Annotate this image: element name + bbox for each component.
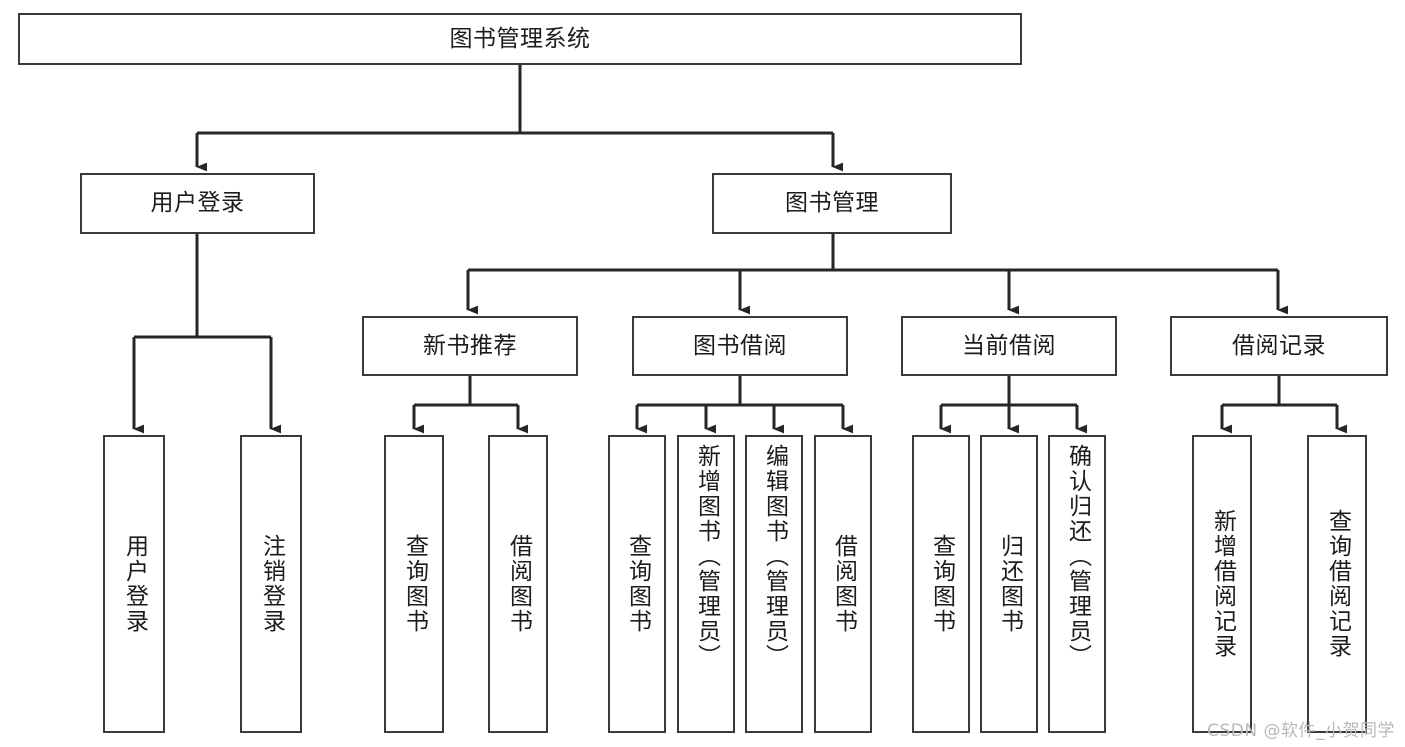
node-root-book-management-system[interactable]: 图书管理系统	[18, 13, 1022, 65]
node-label: 借阅记录	[1232, 332, 1326, 359]
leaf-query-borrowing-record[interactable]: 查询借阅记录	[1307, 435, 1367, 733]
node-label: 新书推荐	[423, 332, 517, 359]
node-label: 图书管理系统	[449, 25, 591, 52]
node-label: 查询图书	[928, 534, 955, 634]
leaf-query-book-recommendation[interactable]: 查询图书	[384, 435, 444, 733]
node-label: 新增图书（管理员）	[693, 444, 720, 669]
leaf-query-book-borrowing[interactable]: 查询图书	[608, 435, 666, 733]
node-label: 查询图书	[401, 534, 428, 634]
node-label: 图书借阅	[693, 332, 787, 359]
leaf-return-book[interactable]: 归还图书	[980, 435, 1038, 733]
node-book-management[interactable]: 图书管理	[712, 173, 952, 234]
leaf-user-logout[interactable]: 注销登录	[240, 435, 302, 733]
node-new-book-recommendation[interactable]: 新书推荐	[362, 316, 578, 376]
leaf-confirm-return-admin[interactable]: 确认归还（管理员）	[1048, 435, 1106, 733]
node-label: 用户登录	[150, 190, 245, 217]
leaf-query-book-current[interactable]: 查询图书	[912, 435, 970, 733]
node-label: 确认归还（管理员）	[1064, 444, 1091, 669]
node-label: 用户登录	[121, 534, 148, 634]
node-label: 借阅图书	[505, 534, 532, 634]
leaf-user-login[interactable]: 用户登录	[103, 435, 165, 733]
node-label: 查询借阅记录	[1324, 509, 1351, 659]
node-label: 注销登录	[258, 534, 285, 634]
node-borrowing-record[interactable]: 借阅记录	[1170, 316, 1388, 376]
leaf-borrow-book-recommendation[interactable]: 借阅图书	[488, 435, 548, 733]
leaf-borrow-book-borrowing[interactable]: 借阅图书	[814, 435, 872, 733]
node-label: 编辑图书（管理员）	[761, 444, 788, 669]
leaf-add-book-admin[interactable]: 新增图书（管理员）	[677, 435, 735, 733]
node-label: 查询图书	[624, 534, 651, 634]
node-label: 图书管理	[785, 190, 879, 217]
node-book-borrowing[interactable]: 图书借阅	[632, 316, 848, 376]
leaf-add-borrowing-record[interactable]: 新增借阅记录	[1192, 435, 1252, 733]
node-current-borrowing[interactable]: 当前借阅	[901, 316, 1117, 376]
node-label: 当前借阅	[962, 332, 1056, 359]
node-user-login[interactable]: 用户登录	[80, 173, 315, 234]
node-label: 借阅图书	[830, 534, 857, 634]
node-label: 新增借阅记录	[1209, 509, 1236, 659]
leaf-edit-book-admin[interactable]: 编辑图书（管理员）	[745, 435, 803, 733]
node-label: 归还图书	[996, 534, 1023, 634]
csdn-watermark: CSDN @软件_小贺同学	[1207, 721, 1395, 741]
